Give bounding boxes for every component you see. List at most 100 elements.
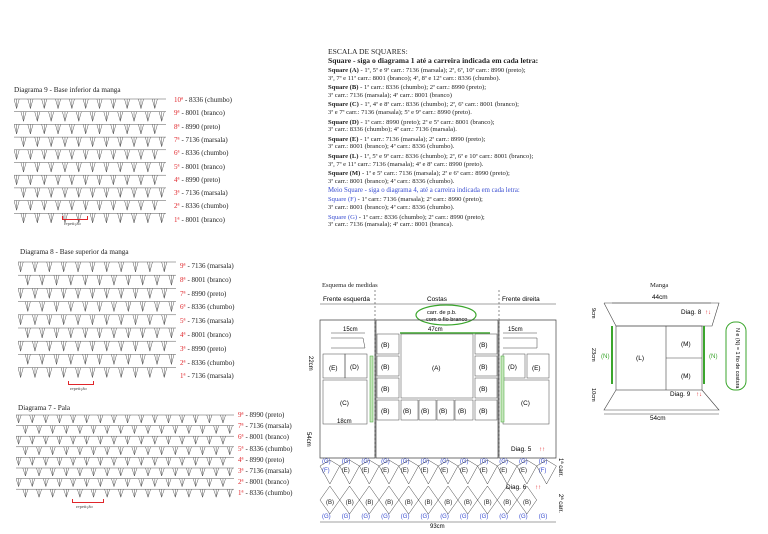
front-left-label: Frente esquerda — [323, 296, 370, 303]
stitch-fan — [75, 288, 81, 299]
stitch-fan — [27, 98, 34, 109]
stitch-fan — [83, 478, 90, 487]
stitch-fan — [172, 467, 179, 477]
square-letter: (G) — [361, 514, 370, 520]
svg-text:(B): (B) — [479, 386, 488, 393]
stitch-fan — [132, 261, 139, 272]
stitch-fan — [75, 367, 81, 378]
stitch-fan — [18, 261, 24, 272]
square-key: Square (G) — [328, 213, 358, 221]
stitch-fan — [82, 354, 89, 365]
stitch-fan — [75, 261, 81, 272]
stitch-fan — [124, 175, 130, 185]
stitch-fan — [97, 436, 104, 445]
stitch-fan — [111, 354, 117, 365]
stitch-fan — [46, 341, 53, 352]
stitch-fan — [161, 367, 168, 378]
svg-text:Diag. 9: Diag. 9 — [670, 391, 691, 398]
square-entry: Square (M) - 1ª e 5ª carr.: 7136 (marsal… — [328, 170, 758, 185]
diagram9-repeat-label: repetição — [64, 221, 81, 226]
stitch-fan — [125, 275, 132, 286]
square-letter: (G) — [342, 514, 351, 520]
row-color: - 8001 (branco) — [181, 162, 225, 171]
stitch-fan — [111, 327, 117, 338]
row-number: 9ª — [174, 109, 180, 118]
stitch-fan — [199, 489, 206, 498]
stitch-fan — [226, 489, 233, 498]
stitch-fan — [226, 446, 233, 455]
row-color: - 8990 (preto) — [187, 289, 227, 298]
stitch-fan — [53, 327, 60, 338]
stitch-fan — [90, 425, 97, 434]
stitch-fan — [89, 341, 96, 352]
stitch-fan — [168, 301, 175, 312]
square-letter: (E) — [519, 468, 527, 474]
stitch-fan — [110, 200, 117, 211]
stitch-fan — [165, 478, 172, 487]
stitch-fan — [111, 436, 117, 445]
stitch-fan — [22, 467, 29, 477]
stitch-fan — [125, 327, 132, 338]
stitch-fan — [118, 261, 124, 272]
row-number: 4ª — [174, 175, 180, 184]
stitch-fan — [82, 175, 89, 185]
svg-text:(M): (M) — [681, 341, 691, 348]
stitch-fan — [206, 478, 213, 487]
stitch-fan — [154, 275, 160, 286]
stitch-fan — [60, 288, 67, 299]
stitch-fan — [16, 414, 22, 424]
stitch-fan — [186, 467, 192, 477]
stitch-fan — [206, 436, 213, 445]
stitch-fan — [138, 414, 145, 424]
stitch-fan — [70, 414, 76, 424]
meio-square-entries: Square (F) - 1ª carr.: 7136 (marsala); 2… — [328, 196, 758, 228]
stitch-fan — [213, 425, 219, 434]
stitch-fan — [124, 414, 131, 424]
stitch-fan — [226, 467, 233, 477]
stitch-fan — [161, 341, 168, 352]
stitch-fan — [131, 111, 137, 122]
diamond-cell — [536, 459, 557, 485]
square-letter: (G) — [460, 514, 469, 520]
row-number: 3ª — [238, 467, 244, 475]
stitch-fan — [124, 124, 130, 134]
stitch-fan — [103, 341, 110, 352]
svg-text:(A): (A) — [432, 365, 441, 372]
stitch-fan — [22, 489, 29, 498]
stitch-fan — [41, 200, 48, 211]
row-label: 4ª- 8001 (branco) — [180, 331, 231, 339]
stitch-fan — [111, 457, 117, 466]
row-color: - 7136 (marsala) — [181, 189, 228, 198]
stitch-fan — [55, 98, 61, 109]
square-line2: 3ª, 7ª e 11ª carr.: 7136 (marsala); 4ª e… — [328, 160, 484, 168]
diagram8-title: Diagrama 8 - Base superior da manga — [20, 248, 129, 256]
stitch-fan — [89, 162, 96, 173]
stitch-fan — [82, 98, 89, 109]
stitch-fan — [138, 478, 145, 487]
stitch-fan — [18, 367, 24, 378]
row-label: 1ª- 7136 (marsala) — [180, 372, 234, 380]
stitch-fan — [41, 175, 48, 185]
square-key: Square (B) — [328, 84, 359, 92]
stitch-fan — [14, 175, 20, 185]
svg-text:22cm: 22cm — [307, 356, 313, 371]
row-color: - 8001 (branco) — [187, 331, 231, 339]
stitch-fan — [63, 467, 70, 477]
stitch-fan — [69, 149, 75, 160]
row-number: 1ª — [180, 372, 186, 381]
stitch-fan — [161, 288, 168, 299]
square-line2: 3ª carr.: 8001 (branco); 4ª carr.: 8336 … — [328, 203, 455, 211]
square-line1: - 1ª e 5ª carr.: 7136 (marsala); 2ª e 6ª… — [360, 170, 510, 178]
row-number: 6ª — [238, 433, 244, 442]
svg-text:47cm: 47cm — [428, 327, 443, 333]
row-number: 9ª — [180, 262, 186, 270]
stitch-fan — [96, 175, 103, 185]
square-letter: (G) — [421, 514, 430, 520]
svg-text:18cm: 18cm — [337, 419, 352, 425]
stitch-fan — [16, 436, 22, 445]
stitch-fan — [48, 111, 54, 122]
stitch-fan — [110, 175, 117, 185]
row-color: - 7136 (marsala) — [187, 372, 234, 381]
stitch-fan — [53, 354, 60, 365]
stitch-fan — [55, 149, 61, 160]
